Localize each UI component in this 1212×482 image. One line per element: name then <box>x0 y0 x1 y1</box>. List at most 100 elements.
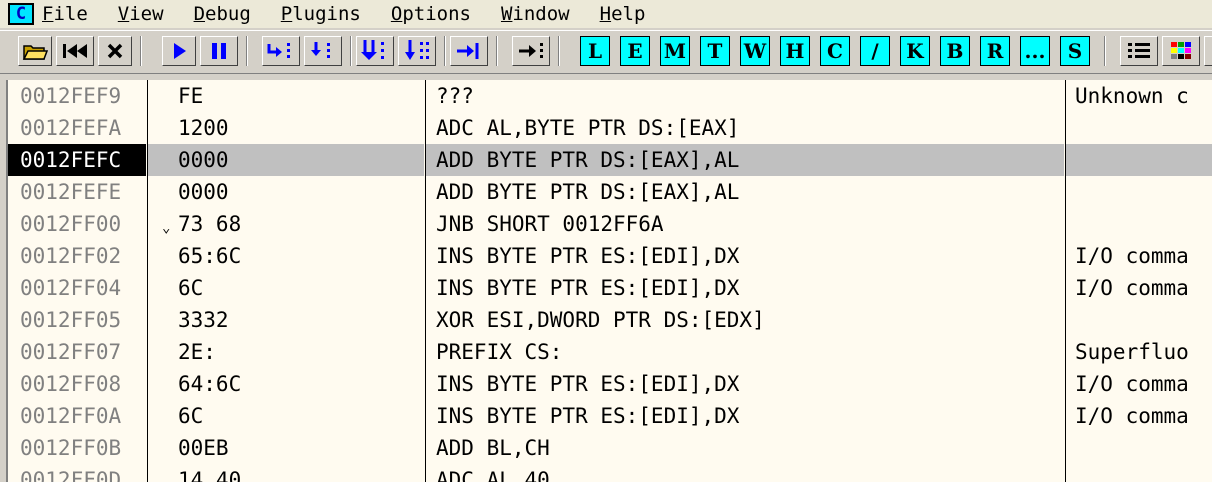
toolbar-letter-r-button[interactable]: R <box>980 36 1010 66</box>
menu-help[interactable]: Help <box>599 3 646 25</box>
menu-plugins[interactable]: Plugins <box>280 3 361 25</box>
hex-dump-cell-text: 65:6C <box>178 244 242 268</box>
address-cell: 0012FF0B <box>8 432 146 464</box>
comment-cell <box>1066 112 1212 144</box>
disassembly-cell-text: INS BYTE PTR ES:[EDI],DX <box>436 404 740 428</box>
disassembly-cell-text: INS BYTE PTR ES:[EDI],DX <box>436 244 740 268</box>
address-cell: 0012FEF9 <box>8 80 146 112</box>
address-cell-text: 0012FF08 <box>20 372 122 396</box>
menu-options[interactable]: Options <box>390 3 471 25</box>
address-cell-text: 0012FF07 <box>20 340 122 364</box>
toolbar-letter-s-button[interactable]: S <box>1060 36 1090 66</box>
disassembly-cell-text: JNB SHORT 0012FF6A <box>436 212 664 236</box>
address-cell: 0012FF00 <box>8 208 146 240</box>
table-row[interactable]: 0012FF07 2E: PREFIX CS: Superfluo <box>8 336 1212 368</box>
toolbar: L E M T W H C / K B R ... S <box>0 30 1212 74</box>
toolbar-letter-b-button[interactable]: B <box>940 36 970 66</box>
comment-cell-text: I/O comma <box>1075 372 1189 396</box>
disassembly-cell-text: PREFIX CS: <box>436 340 563 364</box>
address-cell-text: 0012FF02 <box>20 244 122 268</box>
table-row[interactable]: 0012FF02 65:6C INS BYTE PTR ES:[EDI],DX I/O… <box>8 240 1212 272</box>
table-row[interactable]: 0012FF00⌄73 68 JNB SHORT 0012FF6A <box>8 208 1212 240</box>
menu-file[interactable]: File <box>42 3 88 25</box>
comment-cell <box>1066 144 1212 176</box>
hex-dump-cell-text: 00EB <box>178 436 229 460</box>
toolbar-letter-m-button[interactable]: M <box>660 36 690 66</box>
trace-into-icon <box>361 40 384 60</box>
address-cell-text: 0012FF0A <box>20 404 122 428</box>
address-cell-text: 0012FEFE <box>20 180 122 204</box>
hex-dump-cell: 0000 <box>148 144 424 176</box>
menu-view[interactable]: View <box>117 3 164 25</box>
hex-dump-cell: 6C <box>148 400 424 432</box>
hex-dump-cell: FE <box>148 80 424 112</box>
comment-cell: I/O comma <box>1066 272 1212 304</box>
restart-button[interactable] <box>56 36 94 66</box>
step-into-button[interactable] <box>262 36 300 66</box>
toolbar-letter-e-button[interactable]: E <box>620 36 650 66</box>
disassembly-cell: INS BYTE PTR ES:[EDI],DX <box>426 368 1064 400</box>
comment-cell: I/O comma <box>1066 368 1212 400</box>
step-into-icon <box>267 43 290 58</box>
pause-button[interactable] <box>200 36 238 66</box>
app-icon[interactable]: C <box>8 3 34 25</box>
hex-dump-cell: 2E: <box>148 336 424 368</box>
toolbar-separator <box>350 36 352 66</box>
hex-dump-cell: 3332 <box>148 304 424 336</box>
toolbar-separator <box>558 36 560 66</box>
address-cell: 0012FF07 <box>8 336 146 368</box>
disassembly-cell-text: ADC AL,BYTE PTR DS:[EAX] <box>436 116 740 140</box>
address-cell: 0012FF04 <box>8 272 146 304</box>
comment-cell-text: Superfluo <box>1075 340 1189 364</box>
hex-dump-cell-text: 14 40 <box>178 468 242 482</box>
menu-debug[interactable]: Debug <box>193 3 251 25</box>
list-button[interactable] <box>1120 36 1158 66</box>
menu-window[interactable]: Window <box>500 3 570 25</box>
more-button[interactable] <box>1204 36 1212 66</box>
toolbar-letter-t-button[interactable]: T <box>700 36 730 66</box>
toolbar-letter-h-button[interactable]: H <box>780 36 810 66</box>
trace-over-button[interactable] <box>398 36 436 66</box>
toolbar-letter-c-button[interactable]: C <box>820 36 850 66</box>
hex-dump-cell: 64:6C <box>148 368 424 400</box>
close-button[interactable] <box>98 36 132 66</box>
disassembly-cell-text: ??? <box>436 84 474 108</box>
hex-dump-cell: ⌄73 68 <box>148 208 424 240</box>
address-cell-text: 0012FEFA <box>20 116 122 140</box>
toolbar-letter-slash-button[interactable]: / <box>860 36 890 66</box>
column-divider <box>425 80 426 482</box>
close-icon <box>107 43 123 59</box>
go-to-button[interactable] <box>512 36 550 66</box>
open-button[interactable] <box>18 36 52 66</box>
run-button[interactable] <box>162 36 196 66</box>
comment-cell: I/O comma <box>1066 240 1212 272</box>
column-divider <box>1065 80 1066 482</box>
table-row[interactable]: 0012FF0A 6C INS BYTE PTR ES:[EDI],DX I/O co… <box>8 400 1212 432</box>
disassembly-cell: JNB SHORT 0012FF6A <box>426 208 1064 240</box>
address-cell-text: 0012FF0B <box>20 436 122 460</box>
toolbar-letter-k-button[interactable]: K <box>900 36 930 66</box>
toolbar-letter-w-button[interactable]: W <box>740 36 770 66</box>
color-grid-button[interactable] <box>1162 36 1200 66</box>
hex-dump-cell-text: 73 68 <box>178 212 242 236</box>
trace-into-button[interactable] <box>356 36 394 66</box>
comment-cell: I/O comma <box>1066 400 1212 432</box>
toolbar-letter-dots-button[interactable]: ... <box>1020 36 1050 66</box>
address-cell: 0012FEFE <box>8 176 146 208</box>
toolbar-letter-l-button[interactable]: L <box>580 36 610 66</box>
address-cell: 0012FF0D <box>8 464 146 482</box>
hex-dump-cell: 6C <box>148 272 424 304</box>
toolbar-separator <box>1104 36 1106 66</box>
execute-till-return-button[interactable] <box>450 36 488 66</box>
step-over-button[interactable] <box>304 36 342 66</box>
